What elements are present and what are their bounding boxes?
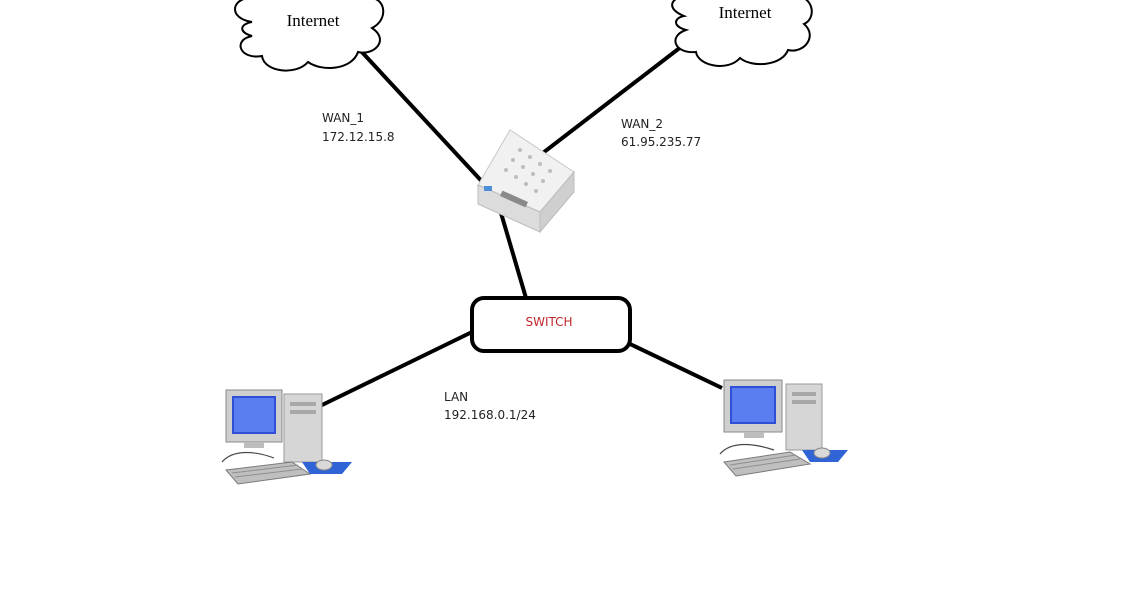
switch-label: SWITCH: [525, 315, 572, 329]
wan1-name: WAN_1: [322, 111, 364, 125]
link-wan1: [358, 48, 490, 190]
wan2-ip: 61.95.235.77: [621, 135, 701, 149]
cloud-label-right: Internet: [719, 3, 772, 22]
cloud-internet-left: Internet: [234, 0, 385, 72]
computer-icon-left: [221, 389, 352, 485]
computer-icon-right: [719, 379, 848, 477]
cloud-internet-right: Internet: [671, 0, 813, 67]
lan-subnet: 192.168.0.1/24: [444, 408, 536, 422]
lan-name: LAN: [444, 390, 468, 404]
link-switch-right-pc: [629, 342, 723, 390]
cloud-label-left: Internet: [287, 11, 340, 30]
link-switch-left-pc: [319, 330, 473, 408]
switch-box: SWITCH: [470, 296, 632, 353]
wan1-ip: 172.12.15.8: [322, 130, 395, 144]
router-icon: [477, 129, 575, 234]
wan2-name: WAN_2: [621, 117, 663, 131]
